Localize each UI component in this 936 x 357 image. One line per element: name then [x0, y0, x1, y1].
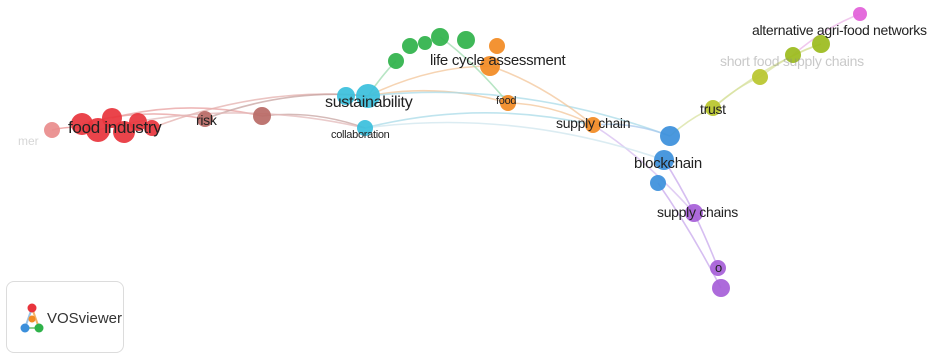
label-supply-chain[interactable]: supply chain: [556, 115, 631, 131]
network-link: [261, 113, 366, 129]
network-node[interactable]: [356, 84, 380, 108]
vosviewer-logo-text: VOSviewer: [47, 310, 123, 327]
network-node[interactable]: [144, 120, 160, 136]
network-link: [367, 91, 671, 137]
label-o[interactable]: o: [715, 260, 722, 275]
network-node[interactable]: [650, 175, 666, 191]
network-node[interactable]: [418, 36, 432, 50]
network-node[interactable]: [585, 117, 601, 133]
vosviewer-logo: VOSviewer: [6, 281, 124, 353]
network-node[interactable]: [654, 150, 674, 170]
network-node[interactable]: [402, 38, 418, 54]
network-node[interactable]: [431, 28, 449, 46]
network-node[interactable]: [388, 53, 404, 69]
network-node[interactable]: [102, 108, 122, 128]
network-node[interactable]: [113, 121, 135, 143]
label-blockchain[interactable]: blockchain: [634, 155, 702, 172]
network-node[interactable]: [812, 35, 830, 53]
label-food-industry[interactable]: food industry: [68, 118, 163, 137]
node-layer: [44, 7, 867, 297]
network-node[interactable]: [712, 279, 730, 297]
label-supply-chains[interactable]: supply chains: [657, 204, 739, 220]
network-node[interactable]: [253, 107, 271, 125]
label-risk[interactable]: risk: [196, 112, 218, 128]
label-layer: food industry risk sustainability collab…: [68, 22, 927, 275]
label-food[interactable]: food: [496, 95, 517, 107]
network-link: [364, 112, 594, 129]
network-node[interactable]: [685, 204, 703, 222]
network-node[interactable]: [357, 120, 373, 136]
label-short-food-supply-chains[interactable]: short food supply chains: [720, 53, 864, 69]
network-node[interactable]: [752, 69, 768, 85]
network-node[interactable]: [710, 260, 726, 276]
network-link: [364, 121, 665, 161]
label-collaboration[interactable]: collaboration: [331, 129, 390, 141]
network-link: [367, 89, 509, 104]
network-link: [507, 102, 594, 126]
network-node[interactable]: [705, 100, 721, 116]
network-node[interactable]: [489, 38, 505, 54]
faded-label: mer: [18, 134, 39, 148]
network-node[interactable]: [337, 87, 355, 105]
network-node[interactable]: [853, 7, 867, 21]
network-node[interactable]: [44, 122, 60, 138]
network-node[interactable]: [660, 126, 680, 146]
label-sustainability[interactable]: sustainability: [325, 94, 413, 111]
network-node[interactable]: [457, 31, 475, 49]
vosviewer-logo-icon: [20, 303, 44, 333]
network-link: [367, 65, 491, 97]
network-link: [712, 43, 822, 109]
network-link: [592, 124, 695, 214]
network-node[interactable]: [129, 113, 147, 131]
label-alternative-agri-food-networks[interactable]: alternative agri-food networks: [752, 22, 927, 38]
network-node[interactable]: [480, 56, 500, 76]
label-trust[interactable]: trust: [700, 101, 726, 117]
faded-labels: mer: [18, 134, 39, 148]
label-life-cycle-assessment[interactable]: life cycle assessment: [430, 52, 567, 69]
network-node[interactable]: [197, 111, 213, 127]
network-node[interactable]: [500, 95, 516, 111]
network-node[interactable]: [785, 47, 801, 63]
network-link: [489, 65, 594, 126]
